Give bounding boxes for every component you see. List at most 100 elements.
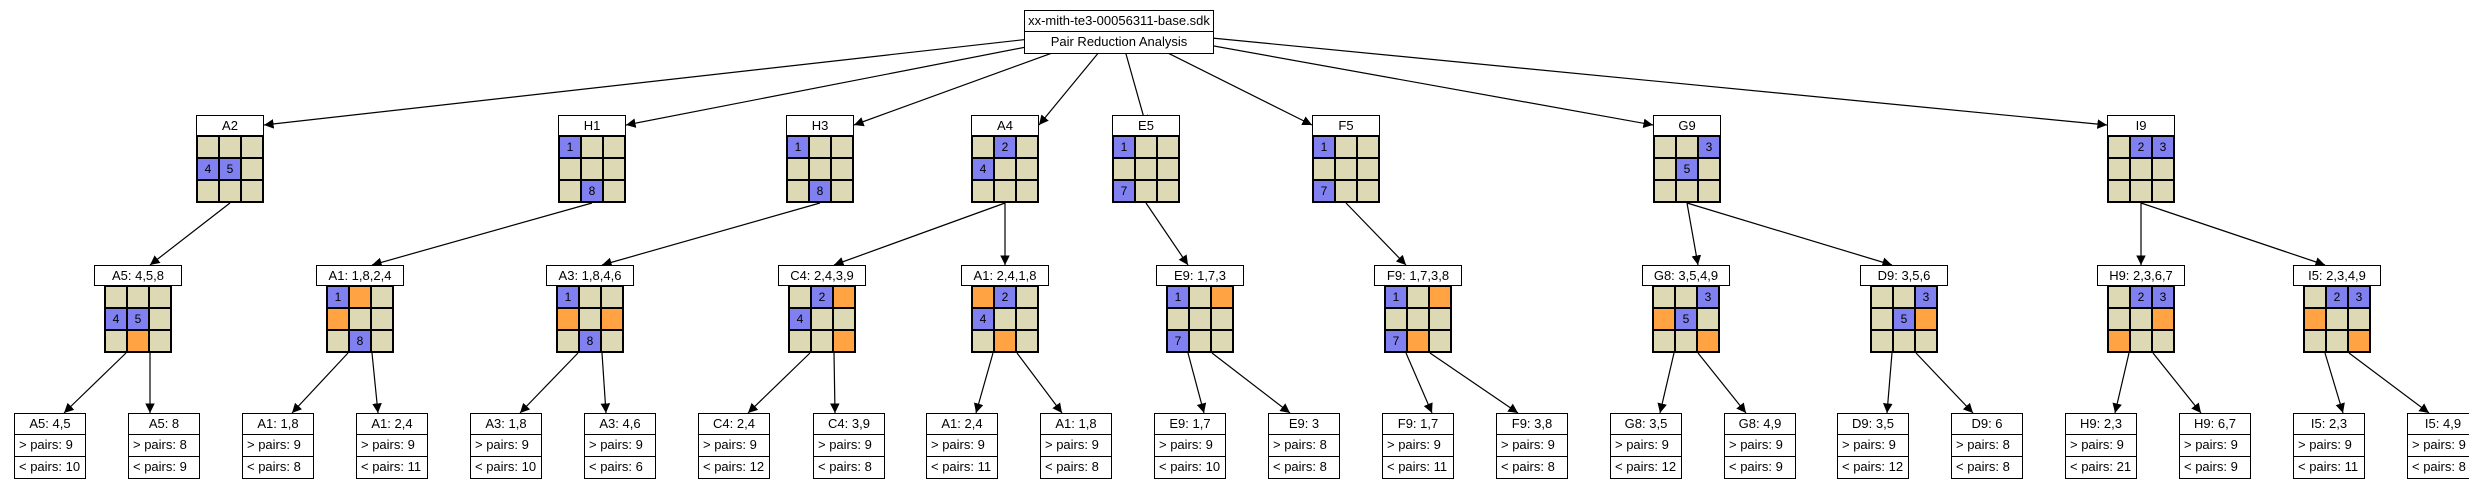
grid-cell <box>1016 330 1038 352</box>
grid-cell <box>2304 286 2326 308</box>
leaf-less-pairs: < pairs: 9 <box>2179 457 2251 479</box>
grid-cell <box>601 308 623 330</box>
tree-edge <box>1686 202 1702 266</box>
grid-cell <box>1189 286 1211 308</box>
leaf-node: C4: 2,4> pairs: 9< pairs: 12 <box>698 413 770 479</box>
grid-cell <box>1135 158 1157 180</box>
grid-cell: 2 <box>2130 136 2152 158</box>
grid-cell <box>789 286 811 308</box>
grid-cell <box>1211 308 1233 330</box>
leaf-greater-pairs: > pairs: 8 <box>128 435 200 457</box>
leaf-label: H9: 6,7 <box>2179 413 2251 435</box>
tree-edge <box>1149 31 2108 129</box>
grid-cell: 8 <box>349 330 371 352</box>
grid-cell <box>2152 308 2174 330</box>
leaf-less-pairs: < pairs: 8 <box>1496 457 1568 479</box>
grid-cell: 1 <box>557 286 579 308</box>
level1-label: A2 <box>196 115 264 136</box>
grid-cell <box>809 158 831 180</box>
grid-cell: 4 <box>197 158 219 180</box>
grid-cell <box>1167 308 1189 330</box>
leaf-node: A3: 4,6> pairs: 9< pairs: 6 <box>584 413 656 479</box>
leaf-label: A3: 1,8 <box>470 413 542 435</box>
leaf-greater-pairs: > pairs: 9 <box>2407 435 2469 457</box>
tree-edge <box>1686 202 1893 267</box>
tree-edge <box>2112 352 2130 414</box>
tree-edge <box>1211 352 1291 414</box>
grid-cell <box>1313 158 1335 180</box>
level2-label: A5: 4,5,8 <box>94 265 182 286</box>
grid-cell: 3 <box>1698 136 1720 158</box>
tree-edge <box>371 352 382 414</box>
leaf-less-pairs: < pairs: 8 <box>2407 457 2469 479</box>
grid-cell <box>219 180 241 202</box>
level1-label: G9 <box>1653 115 1721 136</box>
leaf-less-pairs: < pairs: 12 <box>1610 457 1682 479</box>
grid-cell <box>972 286 994 308</box>
grid-cell <box>1157 180 1179 202</box>
grid-cell: 4 <box>972 158 994 180</box>
leaf-label: I5: 2,3 <box>2293 413 2365 435</box>
leaf-node: H9: 2,3> pairs: 9< pairs: 21 <box>2065 413 2137 479</box>
leaf-less-pairs: < pairs: 12 <box>698 457 770 479</box>
grid-cell <box>2108 136 2130 158</box>
leaf-label: A5: 8 <box>128 413 200 435</box>
level2-label: C4: 2,4,3,9 <box>778 265 866 286</box>
grid-cell <box>1407 286 1429 308</box>
tree-edge <box>1697 352 1747 414</box>
level1-label: I9 <box>2107 115 2175 136</box>
leaf-greater-pairs: > pairs: 9 <box>1496 435 1568 457</box>
grid-cell <box>833 330 855 352</box>
grid-cell <box>2326 330 2348 352</box>
grid-cell <box>809 136 831 158</box>
grid-cell <box>579 308 601 330</box>
grid-cell: 1 <box>1113 136 1135 158</box>
tree-edge <box>1345 202 1407 266</box>
grid-cell: 3 <box>2152 286 2174 308</box>
grid-cell: 2 <box>2326 286 2348 308</box>
leaf-greater-pairs: > pairs: 9 <box>926 435 998 457</box>
grid-cell <box>1189 330 1211 352</box>
grid-cell <box>2152 330 2174 352</box>
leaf-greater-pairs: > pairs: 9 <box>2293 435 2365 457</box>
tree-edge <box>1883 352 1893 414</box>
grid-cell <box>1893 330 1915 352</box>
grid-cell <box>833 286 855 308</box>
grid-cell <box>1385 308 1407 330</box>
leaf-greater-pairs: > pairs: 8 <box>1951 435 2023 457</box>
leaf-label: E9: 3 <box>1268 413 1340 435</box>
grid-cell <box>601 330 623 352</box>
leaf-label: G8: 4,9 <box>1724 413 1796 435</box>
grid-cell <box>1871 308 1893 330</box>
leaf-less-pairs: < pairs: 8 <box>813 457 885 479</box>
grid-cell <box>1335 180 1357 202</box>
level1-label: F5 <box>1312 115 1380 136</box>
grid-cell <box>1697 308 1719 330</box>
level1-label: A4 <box>971 115 1039 136</box>
leaf-less-pairs: < pairs: 21 <box>2065 457 2137 479</box>
leaf-node: E9: 3> pairs: 8< pairs: 8 <box>1268 413 1340 479</box>
grid-cell <box>1157 136 1179 158</box>
leaf-node: A1: 1,8> pairs: 9< pairs: 8 <box>1040 413 1112 479</box>
tree-edge <box>519 352 579 414</box>
leaf-greater-pairs: > pairs: 9 <box>356 435 428 457</box>
grid-cell: 5 <box>127 308 149 330</box>
grid-cell <box>1429 286 1451 308</box>
leaf-greater-pairs: > pairs: 9 <box>584 435 656 457</box>
tree-edge <box>263 31 1093 129</box>
grid-cell: 1 <box>559 136 581 158</box>
grid-cell <box>579 286 601 308</box>
grid-cell: 7 <box>1113 180 1135 202</box>
tree-edge <box>625 31 1104 128</box>
grid-cell <box>787 180 809 202</box>
tree-edge <box>1429 352 1519 414</box>
leaf-node: I5: 2,3> pairs: 9< pairs: 11 <box>2293 413 2365 479</box>
leaf-less-pairs: < pairs: 8 <box>242 457 314 479</box>
